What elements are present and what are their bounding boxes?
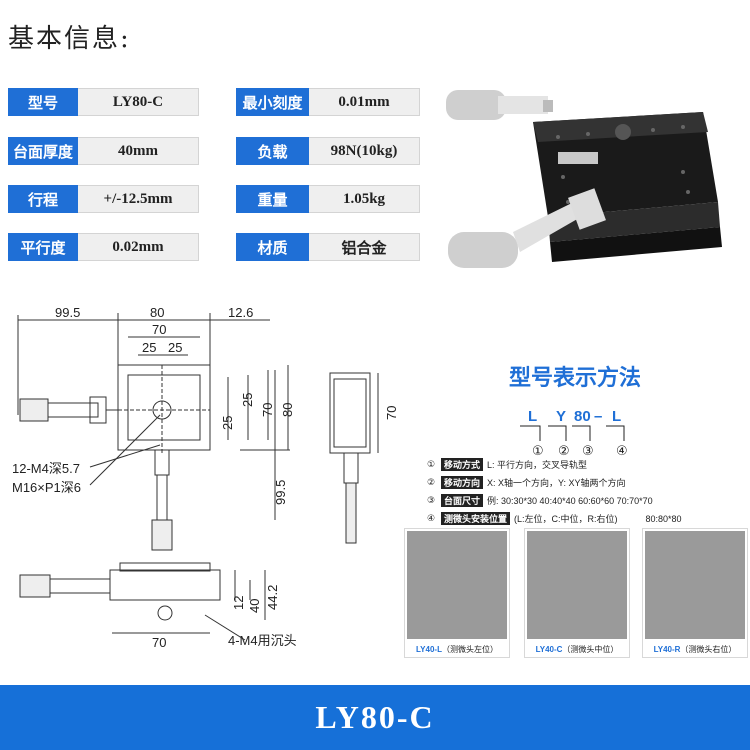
legend-num: ① (426, 459, 436, 469)
legend-tag: 台面尺寸 (441, 494, 484, 507)
thumb-note: （测微头中位） (562, 645, 619, 654)
thumb-caption: LY40-R（测微头右位） (643, 644, 747, 655)
spec-row-travel: 行程 +/-12.5mm (8, 185, 199, 213)
spec-row-load: 负载 98N(10kg) (236, 137, 420, 165)
spec-value: 0.02mm (78, 233, 199, 261)
footer-model: LY80-C (315, 699, 435, 735)
dim-label: 12 (231, 596, 246, 610)
thumb-model: LY40-C (535, 645, 563, 654)
code-num: ② (558, 444, 570, 459)
code-char: L (528, 408, 537, 425)
code-char: Y (556, 408, 566, 425)
dim-label: 70 (152, 322, 166, 337)
dim-label: 70 (152, 635, 166, 650)
model-code-diagram: L Y 80 – L ① ② ③ ④ (520, 408, 628, 459)
spec-row-material: 材质 铝合金 (236, 233, 420, 261)
code-char: 80 (574, 408, 591, 425)
dim-label: 12.6 (228, 305, 253, 320)
spec-value: 1.05kg (309, 185, 420, 213)
dim-label: 44.2 (265, 585, 280, 610)
dim-label: 99.5 (273, 480, 288, 505)
thumb-caption: LY40-L（测微头左位） (405, 644, 509, 655)
spec-row-weight: 重量 1.05kg (236, 185, 420, 213)
legend-num: ④ (426, 513, 436, 523)
spec-key: 重量 (236, 185, 309, 213)
dim-label: 40 (247, 599, 262, 613)
legend-num: ② (426, 477, 436, 487)
thumb-left: LY40-L（测微头左位） (404, 528, 510, 658)
legend-extra: 80:80*80 (645, 513, 682, 524)
dim-label: 25 (168, 340, 182, 355)
spec-key: 行程 (8, 185, 78, 213)
code-num: ③ (582, 444, 594, 459)
thumb-photo (645, 531, 745, 639)
legend-line: ③ 台面尺寸 例: 30:30*30 40:40*40 60:60*60 70:… (425, 494, 653, 507)
thumb-caption: LY40-C（测微头中位） (525, 644, 629, 655)
callout-label: M16×P1深6 (12, 480, 81, 495)
spec-key: 台面厚度 (8, 137, 78, 165)
product-photo (446, 90, 722, 268)
spec-key: 型号 (8, 88, 78, 116)
page-title: 基本信息: (8, 24, 131, 54)
legend-tag: 移动方向 (441, 476, 484, 489)
footer-bar: LY80-C (0, 685, 750, 750)
thumb-model: LY40-L (416, 645, 442, 654)
spec-row-parallelism: 平行度 0.02mm (8, 233, 199, 261)
spec-row-model: 型号 LY80-C (8, 88, 199, 116)
code-char: – (594, 408, 602, 425)
dim-label: 25 (240, 393, 255, 407)
dim-label: 70 (260, 403, 275, 417)
technical-drawing: 99.5 80 70 25 25 12.6 25 25 70 80 70 99.… (12, 305, 399, 650)
legend-num: ③ (426, 495, 436, 505)
legend-title: 型号表示方法 (508, 365, 641, 390)
spec-value: LY80-C (78, 88, 199, 116)
thumb-right: LY40-R（测微头右位） (642, 528, 748, 658)
spec-row-thickness: 台面厚度 40mm (8, 137, 199, 165)
code-num: ① (532, 444, 544, 459)
spec-key: 材质 (236, 233, 309, 261)
thumb-note: （测微头右位） (680, 645, 737, 654)
spec-key: 负载 (236, 137, 309, 165)
spec-value: +/-12.5mm (78, 185, 199, 213)
spec-value: 0.01mm (309, 88, 420, 116)
legend-text: L: 平行方向，交叉导轨型 (487, 460, 588, 470)
legend-line: ④ 测微头安装位置 (L:左位，C:中位，R:右位) 80:80*80 (425, 512, 682, 525)
spec-key: 最小刻度 (236, 88, 309, 116)
callout-label: 12-M4深5.7 (12, 461, 80, 476)
callout-label: 4-M4用沉头 (228, 633, 297, 648)
legend-tag: 移动方式 (441, 458, 484, 471)
dim-label: 70 (384, 406, 399, 420)
legend-tag: 测微头安装位置 (441, 512, 511, 525)
dim-label: 80 (280, 403, 295, 417)
thumb-model: LY40-R (653, 645, 681, 654)
spec-key: 平行度 (8, 233, 78, 261)
thumb-center: LY40-C（测微头中位） (524, 528, 630, 658)
legend-line: ② 移动方向 X: X轴一个方向，Y: XY轴两个方向 (425, 476, 626, 489)
spec-row-min-scale: 最小刻度 0.01mm (236, 88, 420, 116)
legend-text: X: X轴一个方向，Y: XY轴两个方向 (487, 478, 626, 488)
legend-text: 例: 30:30*30 40:40*40 60:60*60 70:70*70 (487, 496, 653, 506)
code-char: L (612, 408, 621, 425)
code-num: ④ (616, 444, 628, 459)
dim-label: 99.5 (55, 305, 80, 320)
legend-line: ① 移动方式 L: 平行方向，交叉导轨型 (425, 458, 587, 471)
thumb-photo (527, 531, 627, 639)
thumb-note: （测微头左位） (441, 645, 498, 654)
dim-label: 80 (150, 305, 164, 320)
spec-value: 40mm (78, 137, 199, 165)
spec-value: 98N(10kg) (309, 137, 420, 165)
thumb-photo (407, 531, 507, 639)
dim-label: 25 (142, 340, 156, 355)
dim-label: 25 (220, 416, 235, 430)
legend-text: (L:左位，C:中位，R:右位) (514, 514, 618, 524)
spec-value: 铝合金 (309, 233, 420, 261)
